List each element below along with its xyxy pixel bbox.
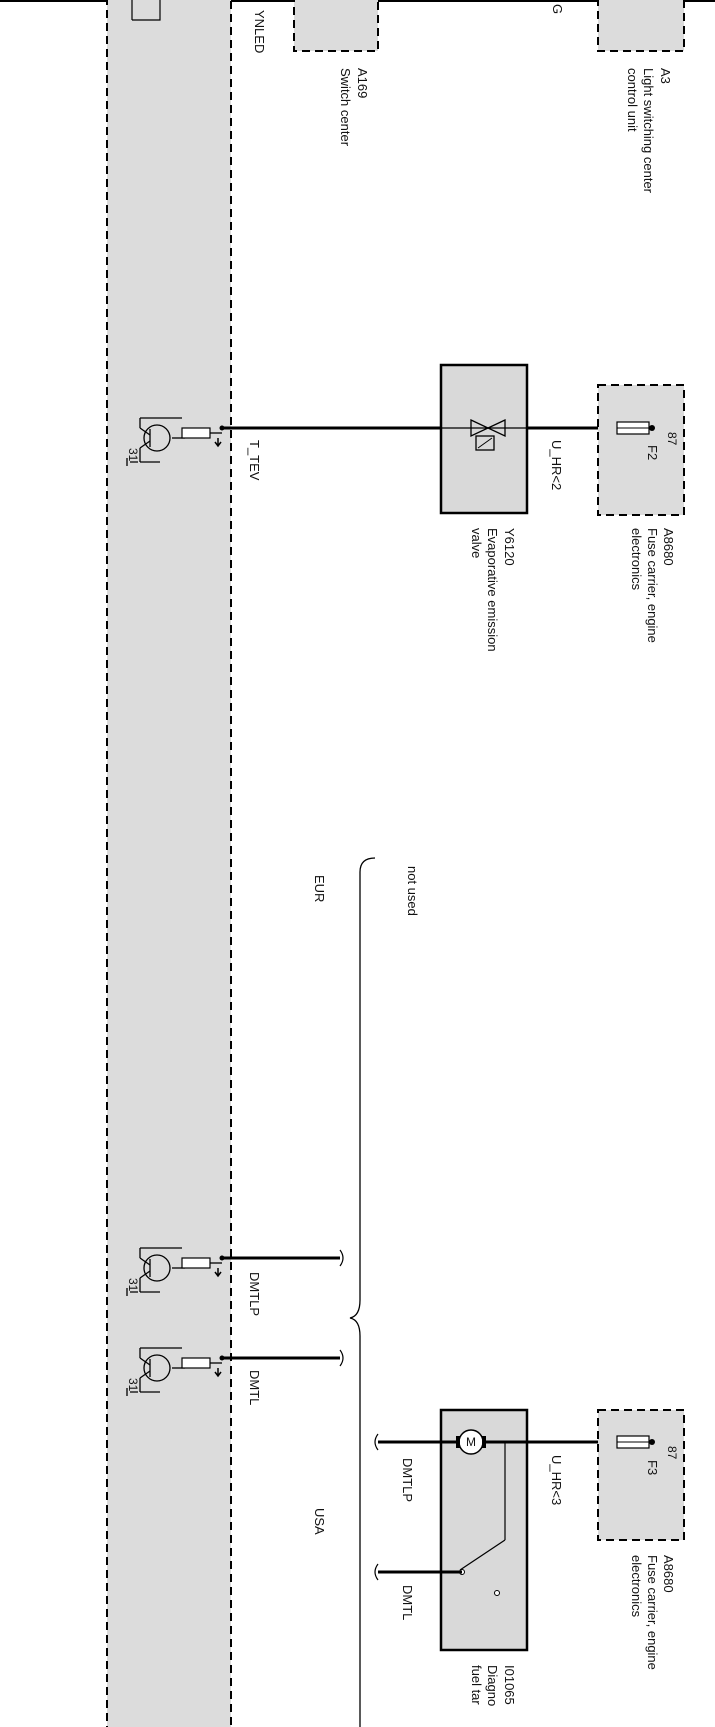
y6120-line1-label: Evaporative emission	[485, 528, 500, 652]
a3-line2-label: control unit	[625, 68, 640, 132]
i01065-id-label: I01065	[502, 1665, 517, 1705]
y6120-box	[439, 363, 529, 515]
dmtlp-pump-break	[374, 1433, 379, 1451]
dmtlp-ecu-label: DMTLP	[247, 1272, 262, 1316]
f2-name-label: F2	[645, 445, 660, 460]
a8680-id-label-1: A8680	[661, 528, 676, 566]
a169-name-label: Switch center	[338, 68, 353, 147]
a8680-line2-label-2: electronics	[629, 1555, 644, 1618]
a169-id-label: A169	[355, 68, 370, 98]
a3-box	[597, 0, 685, 52]
top-net-right-label: G	[550, 4, 565, 14]
y6120-line2-label: valve	[469, 528, 484, 558]
not-used-label: not used	[405, 866, 420, 916]
dmtl-ecu-break	[339, 1349, 344, 1367]
a8680-id-label-2: A8680	[661, 1555, 676, 1593]
dmtl-pump-break	[374, 1563, 379, 1581]
i01065-line2-label: fuel tar	[469, 1665, 484, 1705]
dmtl-ecu-label: DMTL	[247, 1370, 262, 1405]
a8680-box-2	[597, 1409, 685, 1541]
fuse-f2-icon	[616, 421, 655, 435]
usa-label: USA	[312, 1508, 327, 1535]
ground-31-a-label: 31	[126, 448, 140, 462]
ground-31-c-label: 31	[126, 1378, 140, 1392]
a8680-box-1	[597, 384, 685, 516]
i01065-box	[439, 1408, 529, 1652]
dmtl-pump-label: DMTL	[400, 1585, 415, 1620]
variant-brace	[349, 857, 376, 1727]
a169-box	[293, 0, 379, 52]
f3-name-label: F3	[645, 1460, 660, 1475]
a3-line1-label: Light switching center	[641, 68, 656, 194]
u-hr2-label: U_HR<2	[549, 440, 564, 490]
top-net-left-label: YNLED	[252, 10, 267, 53]
ecu-box	[106, 0, 232, 1727]
ground-31-b-label: 31	[126, 1278, 140, 1292]
a8680-line1-label-2: Fuse carrier, engine	[645, 1555, 660, 1670]
pump-switch-contact-b	[494, 1590, 500, 1596]
f3-pin-label: 87	[665, 1446, 679, 1460]
pump-switch-icon	[459, 1539, 506, 1571]
fuse-f3-icon	[616, 1435, 655, 1449]
i01065-line1-label: Diagno	[485, 1665, 500, 1706]
y6120-id-label: Y6120	[502, 528, 517, 566]
motor-icon: M	[456, 1429, 486, 1455]
a169-connector	[131, 0, 161, 21]
a3-id-label: A3	[658, 68, 673, 84]
dmtlp-ecu-break	[339, 1249, 344, 1267]
f2-pin-label: 87	[665, 432, 679, 446]
a8680-line2-label-1: electronics	[629, 528, 644, 591]
u-hr3-label: U_HR<3	[549, 1455, 564, 1505]
t-tev-label: T_TEV	[247, 440, 262, 481]
a8680-line1-label-1: Fuse carrier, engine	[645, 528, 660, 643]
dmtlp-pump-label: DMTLP	[400, 1458, 415, 1502]
eur-label: EUR	[312, 875, 327, 902]
driver-transistor-1	[126, 417, 225, 466]
driver-transistor-2	[126, 1247, 225, 1296]
motor-symbol-label: M	[466, 1435, 476, 1449]
